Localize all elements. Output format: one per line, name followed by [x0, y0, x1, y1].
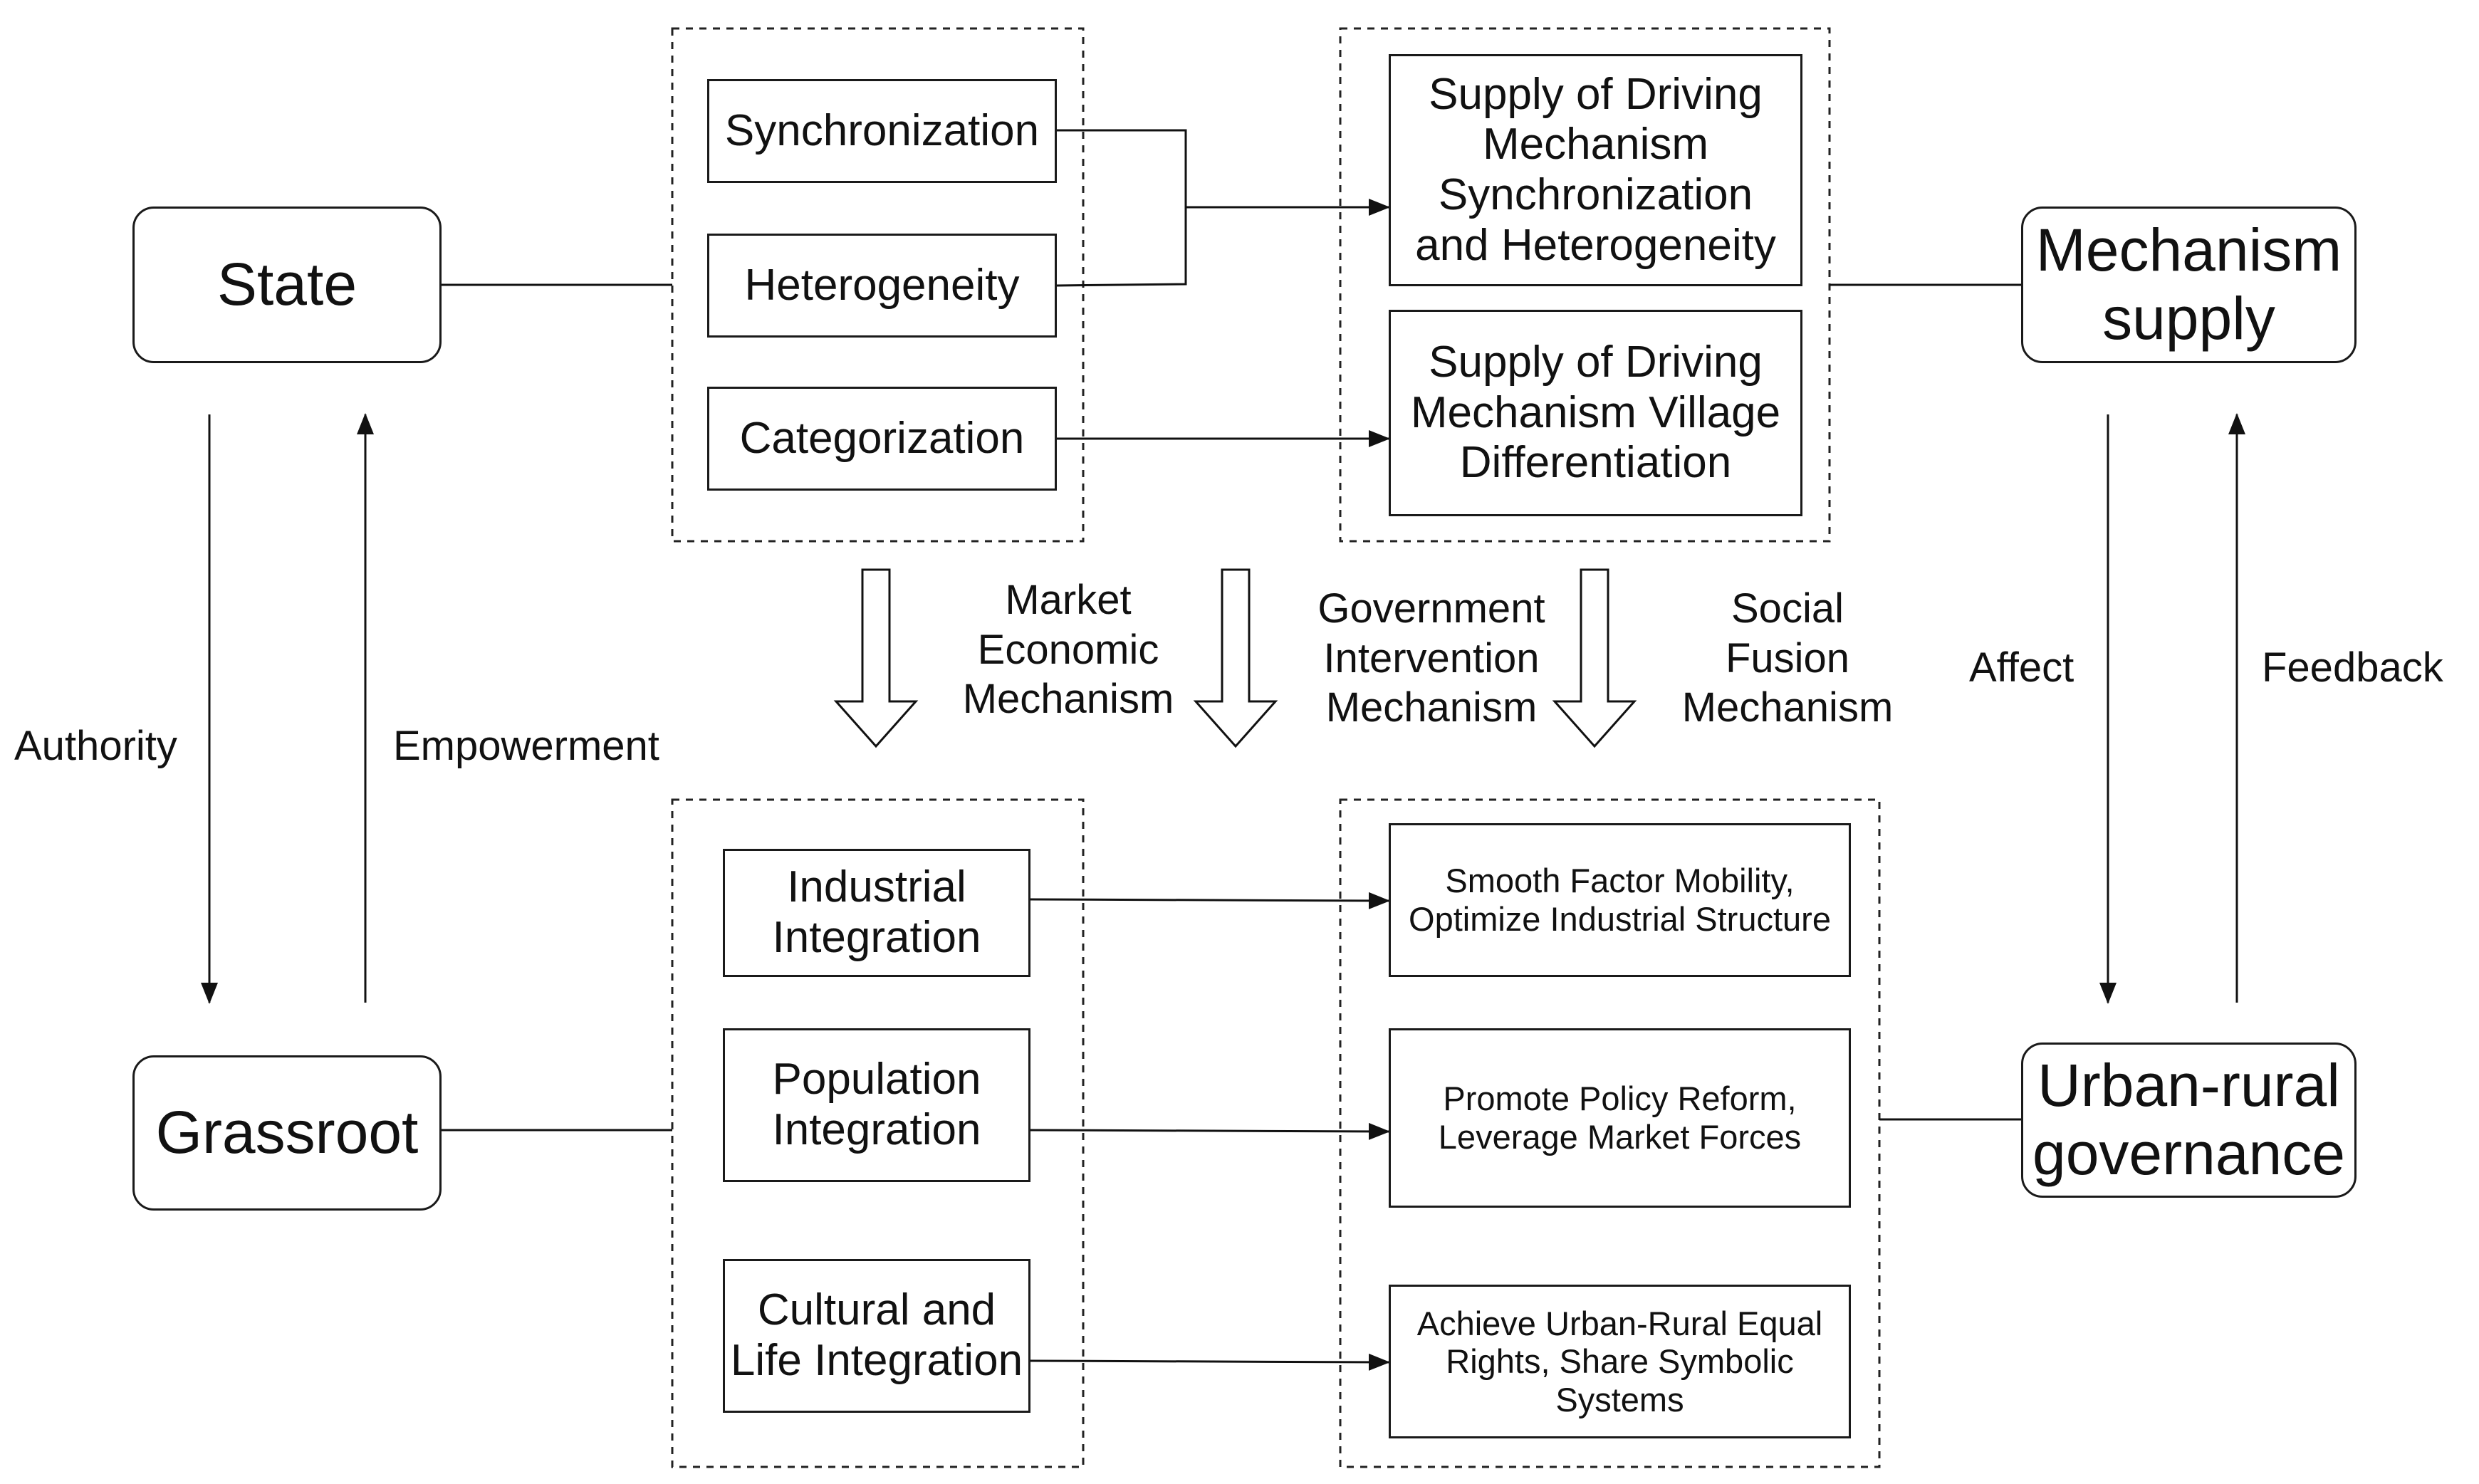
synchronization-box: Synchronization	[707, 79, 1057, 183]
empowerment-label: Empowerment	[393, 723, 659, 769]
population-arrow	[1030, 1122, 1390, 1140]
government-block-arrow	[1193, 568, 1278, 748]
bottom-left-group	[671, 798, 1085, 1468]
market-mechanism-label: Market Economic Mechanism	[962, 577, 1174, 723]
policy-reform-box: Promote Policy Reform, Leverage Market F…	[1389, 1028, 1851, 1208]
factor-mobility-box: Smooth Factor Mobility, Optimize Industr…	[1389, 823, 1851, 977]
mechanism-supply-node: Mechanism supply	[2021, 207, 2357, 363]
industrial-arrow	[1030, 892, 1390, 909]
market-block-arrow	[833, 568, 919, 748]
cultural-life-integration-box: Cultural and Life Integration	[723, 1259, 1030, 1413]
sync-hetero-merge-line	[1056, 129, 1187, 287]
cultural-arrow	[1030, 1353, 1390, 1371]
industrial-integration-box: Industrial Integration	[723, 849, 1030, 977]
authority-label: Authority	[14, 723, 177, 769]
urban-rural-governance-node: Urban-rural governance	[2021, 1043, 2357, 1198]
sync-hetero-supply-box: Supply of Driving Mechanism Synchronizat…	[1389, 54, 1802, 286]
population-integration-box: Population Integration	[723, 1028, 1030, 1182]
grassroot-node: Grassroot	[132, 1055, 442, 1211]
heterogeneity-box: Heterogeneity	[707, 234, 1057, 338]
social-block-arrow	[1552, 568, 1637, 748]
village-differentiation-box: Supply of Driving Mechanism Village Diff…	[1389, 310, 1802, 516]
social-mechanism-label: Social Fusion Mechanism	[1681, 585, 1894, 731]
equal-rights-box: Achieve Urban-Rural Equal Rights, Share …	[1389, 1285, 1851, 1438]
categorization-box: Categorization	[707, 387, 1057, 491]
feedback-label: Feedback	[2262, 644, 2443, 691]
government-mechanism-label: Government Intervention Mechanism	[1317, 585, 1545, 731]
bottom-right-group	[1339, 798, 1881, 1468]
state-node: State	[132, 207, 442, 363]
affect-label: Affect	[1969, 644, 2074, 691]
